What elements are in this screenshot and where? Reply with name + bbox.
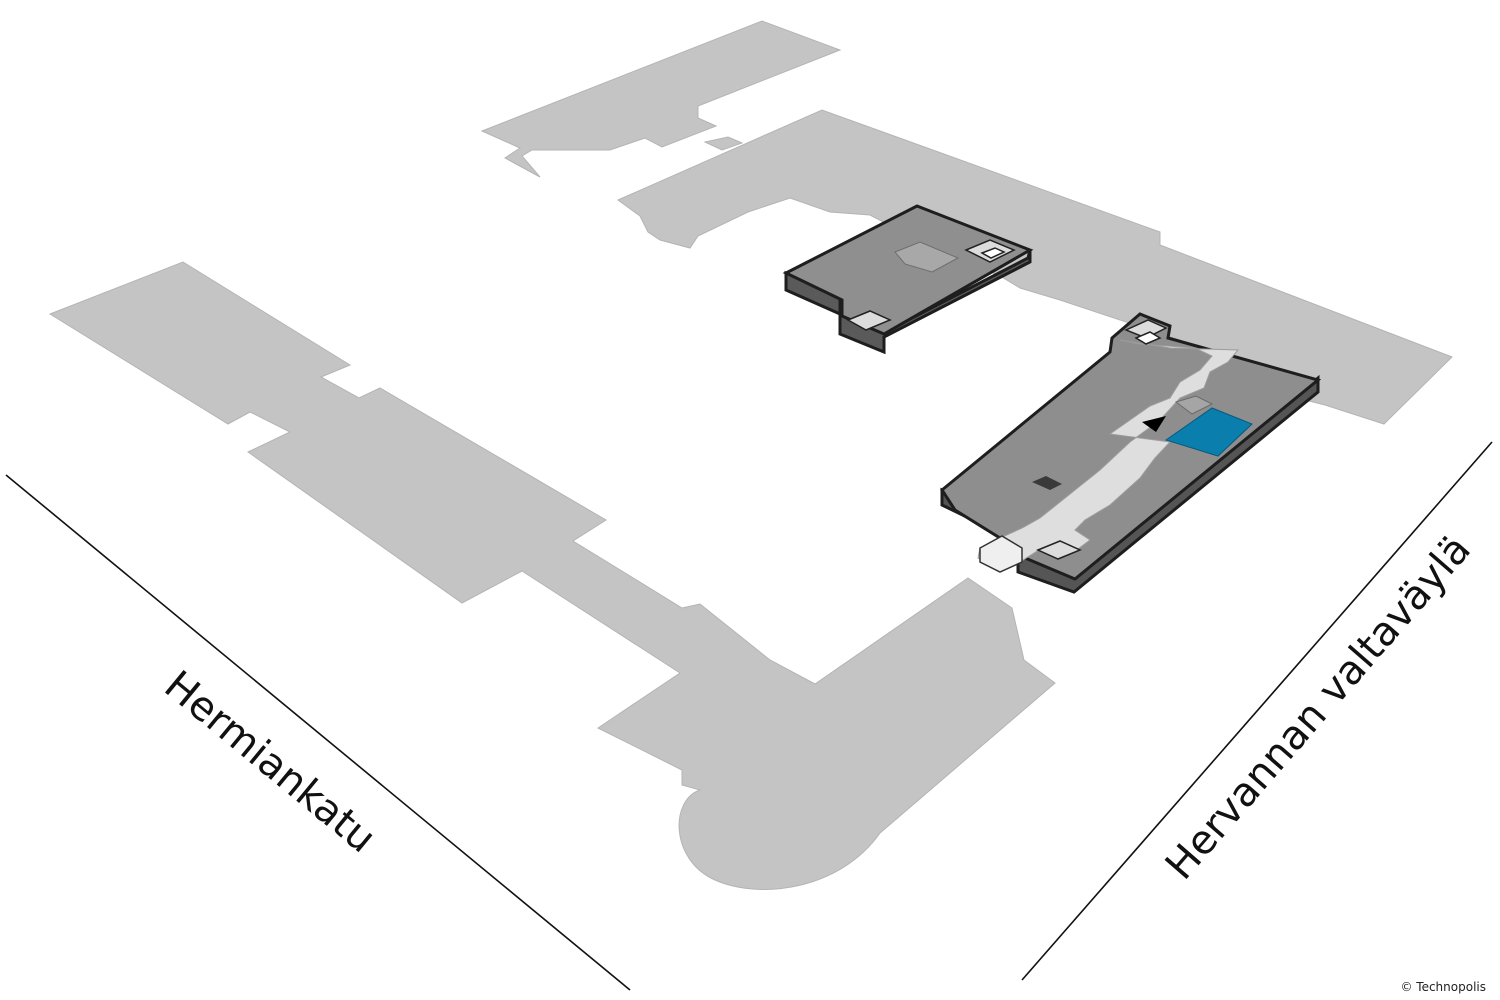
street-line-right (1021, 441, 1493, 981)
street-line-left (5, 474, 631, 991)
street-label-right: Hervannan valtaväylä (1157, 527, 1480, 889)
building-main-stairs (1036, 319, 1168, 560)
building-main (940, 312, 1322, 594)
building-footprints (48, 20, 1453, 890)
highlighted-unit[interactable] (1164, 407, 1253, 457)
footprint-north-west (480, 20, 842, 178)
building-upper (782, 204, 1034, 355)
building-upper-wall (784, 249, 1032, 355)
room-grey (1174, 395, 1214, 415)
building-upper-floor (782, 204, 1034, 336)
room-notch-lower (1032, 476, 1062, 490)
copyright-text: © Technopolis (1400, 980, 1486, 994)
building-upper-atrium (894, 241, 960, 273)
building-upper-stairs (846, 239, 1016, 331)
footprint-north-long (617, 109, 1453, 425)
footprint-north-connector (703, 136, 744, 151)
location-arrow-icon (1142, 416, 1166, 432)
building-main-entrance (979, 535, 1023, 573)
footprint-west-wing (48, 261, 1056, 890)
